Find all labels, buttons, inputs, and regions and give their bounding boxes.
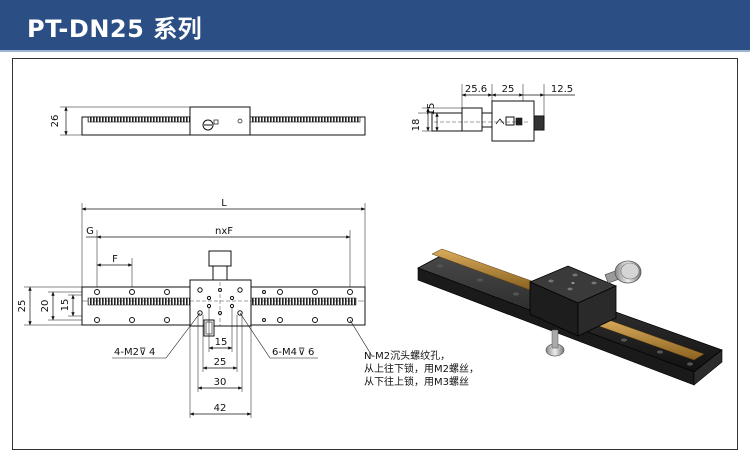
bottom-dim-42: 42	[214, 403, 227, 414]
hole-right-callout: 6-M4	[272, 347, 297, 358]
page-title: PT-DN25 系列	[27, 15, 203, 43]
note-line-2: 从上往下锁，用M2螺丝，	[364, 362, 479, 375]
rail-holes	[94, 289, 353, 323]
hole-left-callout: 4-M2	[114, 347, 139, 358]
end-dim-12-5: 12.5	[551, 84, 573, 95]
pitch-label: nxF	[215, 226, 233, 237]
end-dim-25-6: 25.6	[465, 84, 487, 95]
end-dim-25: 25	[502, 84, 515, 95]
top-height-25: 25	[17, 300, 28, 313]
top-view: L nxF G F	[17, 198, 479, 418]
top-height-15: 15	[60, 299, 71, 312]
f-label: F	[112, 254, 118, 265]
note-line-3: 从下往上锁，用M3螺丝	[364, 375, 469, 388]
hole-left-depth: 4	[149, 347, 155, 358]
bottom-dim-25: 25	[214, 357, 227, 368]
product-render	[417, 248, 723, 386]
end-height-18: 18	[411, 119, 422, 132]
top-height-20: 20	[40, 300, 51, 313]
bottom-dim-15: 15	[215, 337, 228, 348]
side-height-label: 26	[50, 115, 61, 128]
end-view: 25.6 25 12.5 18 15	[411, 84, 575, 142]
bottom-dim-30: 30	[214, 377, 227, 388]
header-bar: PT-DN25 系列	[0, 0, 750, 50]
side-view: 26	[50, 106, 366, 136]
g-label: G	[86, 226, 94, 237]
header-divider	[0, 50, 750, 52]
depth-symbol-left: ⊽	[139, 347, 146, 358]
depth-symbol-right: ⊽	[298, 347, 305, 358]
hole-right-depth: 6	[308, 347, 314, 358]
length-label: L	[221, 198, 227, 209]
note-line-1: N-M2沉头螺纹孔，	[364, 349, 450, 362]
end-height-15: 15	[426, 103, 437, 116]
